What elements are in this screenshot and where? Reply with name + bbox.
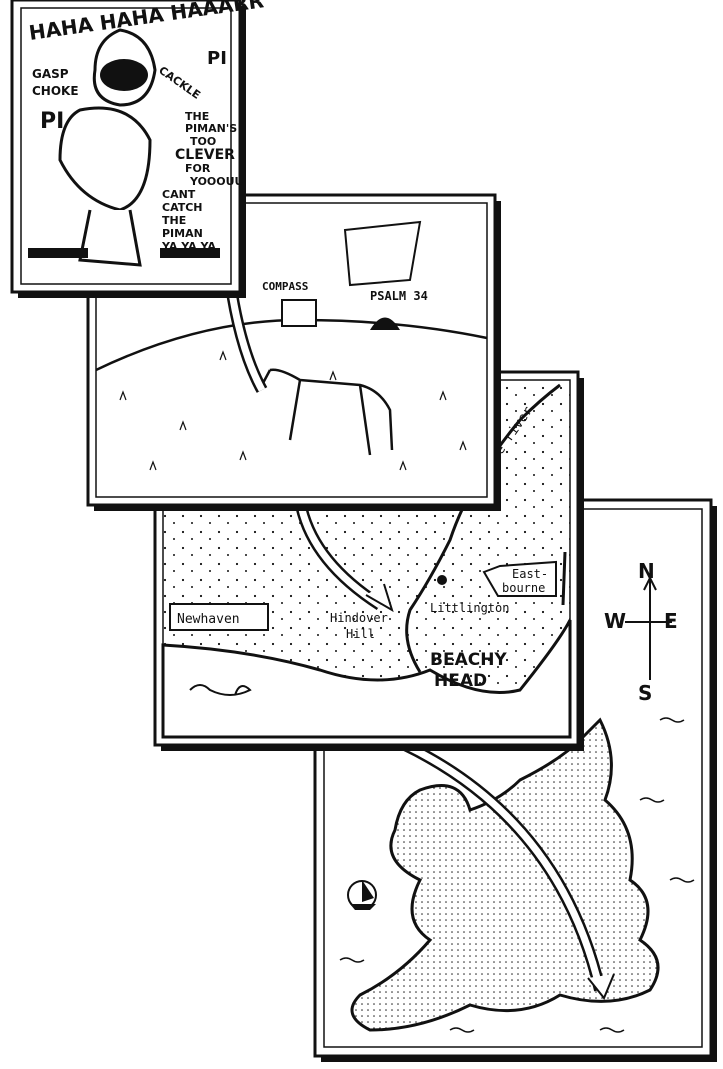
label-beachy-1: BEACHY — [430, 650, 507, 670]
label-hindover-1: Hindover — [330, 611, 388, 625]
label-beachy-2: HEAD — [434, 671, 487, 691]
fish-icon — [189, 684, 252, 696]
sea — [161, 619, 572, 739]
catch-line: PIMAN — [162, 227, 203, 240]
text-pi-sign: PI — [40, 109, 64, 134]
catch-line: THE — [162, 214, 186, 227]
grass — [119, 350, 467, 471]
taunt-line: CLEVER — [175, 147, 235, 163]
text-pi-top: PI — [207, 48, 227, 69]
text-cant-catch: CANT CATCH THE PIMAN YA YA YA — [161, 188, 216, 253]
compass-n: N — [638, 559, 655, 583]
kite-icon — [343, 220, 422, 287]
taunt-line: PIMAN'S — [185, 122, 237, 135]
text-gasp: GASP — [32, 67, 69, 81]
taunt-line: TOO — [190, 135, 216, 148]
label-eastbourne-2: bourne — [502, 581, 545, 595]
label-littlington: Littlington — [430, 601, 509, 615]
label-psalm: PSALM 34 — [370, 289, 428, 303]
label-compass: COMPASS — [262, 280, 308, 293]
text-taunt: THE PIMAN'S TOO CLEVER FOR YOOOUU — [175, 110, 244, 188]
label-newhaven: Newhaven — [177, 612, 240, 627]
compass-s: S — [638, 681, 652, 705]
taunt-line: THE — [185, 110, 209, 123]
horse-drawing — [260, 368, 394, 456]
catch-line: YA YA YA — [161, 240, 216, 253]
panel-piman: HAHA HAHA HAAARR PI GASP CHOKE PI CACKLE… — [10, 0, 265, 298]
compass-w: W — [604, 609, 626, 633]
taunt-line: YOOOUU — [189, 175, 244, 188]
label-eastbourne-1: East- — [512, 567, 548, 581]
label-hindover-2: Hill — [346, 627, 375, 641]
text-choke: CHOKE — [32, 84, 79, 98]
catch-line: CANT — [162, 188, 196, 201]
britain-coastline — [350, 717, 660, 1032]
taunt-line: FOR — [185, 162, 211, 175]
psalm-stone — [370, 317, 400, 330]
church-icon — [437, 575, 447, 585]
compass-rose: N W E S — [604, 559, 678, 705]
cuckmere-river — [405, 383, 561, 673]
compass-e: E — [664, 609, 678, 633]
catch-line: CATCH — [162, 201, 203, 214]
compass-stone — [281, 299, 317, 327]
sailboat-icon — [347, 880, 377, 910]
piman-character — [28, 28, 220, 267]
